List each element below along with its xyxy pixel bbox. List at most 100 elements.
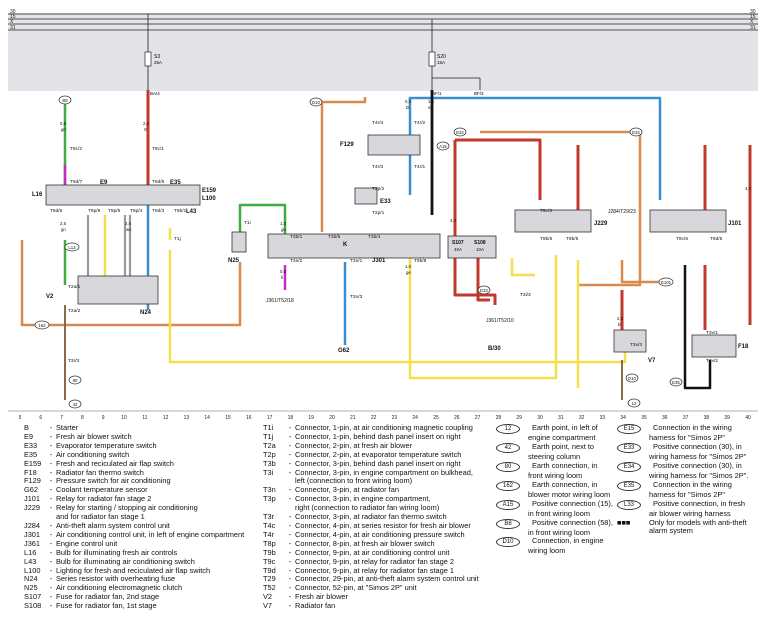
legend-code: E159 [24,458,42,468]
grid-number: 32 [579,415,585,421]
legend-code: E35 [24,449,38,459]
legend-row: harness for "Simos 2P" [617,433,767,443]
conn-t9c3: T9c/3 [540,208,552,214]
e9-label: E9 [100,180,108,186]
n25-label: N25 [228,258,240,264]
legend-code: B [24,423,29,432]
f18-label: F18 [738,344,749,350]
legend-code: J301 [24,529,41,539]
conn-t1j: T1j [174,236,181,242]
legend-code: 12 [496,424,520,434]
legend-row: T1j-Connector, 1-pin, behind dash panel … [263,431,503,442]
svg-text:15A: 15A [437,60,445,65]
grid-number: 31 [558,415,564,421]
grid-number: 6 [39,415,42,421]
grid-number: 9 [102,415,105,421]
grid-number: 37 [683,415,689,421]
grid-number: 39 [724,415,730,421]
conn-t9c2: T9c/2 [70,146,82,152]
grid-number: 7 [60,415,63,421]
legend-description: Connector, 4-pin, at air conditioning pr… [295,529,465,539]
l100-label: L100 [202,196,216,202]
legend-dash [639,519,649,528]
legend-row: ■■■Only for models with anti-theft [617,517,767,528]
legend-description: Connector, 9-pin, at relay for radiator … [295,556,454,566]
n25-clutch-box [231,231,247,253]
legend-row: G62-Coolant temperature sensor [24,485,262,495]
grid-number: 22 [371,415,377,421]
legend-code: T9b [263,547,276,557]
legend-dash: - [49,503,53,513]
legend-dash: - [288,467,292,477]
v2-label: V2 [46,294,54,300]
e33-label: E33 [380,199,391,205]
bf3-label: BF/3 [474,91,484,96]
legend-dash: - [49,601,53,611]
grid-number: 16 [246,415,252,421]
legend-description: Connector, 3-pin, behind dash panel inse… [295,458,461,468]
legend-dash: - [49,547,53,557]
legend-row: air blower wiring harness [617,509,767,519]
marker-e35: E35 [672,380,680,385]
legend-code: J361 [24,538,41,548]
legend-row: harness for "Simos 2P" [617,490,767,500]
b30-label: B/30 [488,346,501,352]
legend-dash: - [288,592,292,602]
legend-description: left (connection to front wiring loom) [295,476,413,486]
l16-label: L16 [32,192,43,198]
legend-description: Connection in the wiring [653,479,732,489]
legend-description: Series resistor with overheating fuse [56,574,176,584]
legend-code: T9d [263,565,276,575]
legend-description: Engine control unit [56,538,118,548]
legend-row: E159-Fresh and reciculated air flap swit… [24,458,262,469]
legend-code: 80 [496,461,520,472]
legend-code: E35 [617,480,641,491]
v7-fan-box [613,329,647,353]
legend-code: T52 [263,583,276,593]
legend-description: Earth point, next to [532,441,595,451]
legend-code: V7 [263,601,273,611]
wire-green-n25 [238,203,287,235]
e33-switch-box [354,187,378,205]
legend-row: T2a-Connector, 2-pin, at fresh air blowe… [263,441,503,451]
marker-d10: D10 [312,100,320,105]
legend-code [617,527,639,536]
conn-t9d6: T9d/6 [50,208,63,214]
legend-row: T9d-Connector, 9-pin, at relay for radia… [263,565,503,576]
legend-code: T4r [263,529,275,539]
legend-code: T4c [263,520,276,530]
legend-dash: - [288,547,292,557]
legend-code: ■■■ [617,517,631,527]
j361-t52-10-label: J361/T52/10 [486,318,514,324]
legend-row: T9b-Connector, 9-pin, at air conditionin… [263,547,503,558]
grid-number: 19 [308,415,314,421]
bf1-label: BF/1 [432,91,442,96]
grid-number: 15 [225,415,231,421]
legend-dash: - [288,431,292,441]
grid-number: 25 [433,415,439,421]
n24-label: N24 [140,310,152,316]
legend-description: Fresh and reciculated air flap switch [56,458,174,468]
e159-label: E159 [202,188,217,194]
grid-number: 10 [121,415,127,421]
conn-t4r4: T4r/4 [372,120,384,126]
legend-description: Connection, in engine [532,536,604,546]
grid-number: 21 [350,415,356,421]
conn-t3v3: T3v/3 [630,342,642,348]
legend-code: T1j [263,431,274,441]
f129-pressure-switch-box [367,134,421,156]
grid-number: 12 [163,415,169,421]
conn-t9b6: T9b/6 [540,236,553,242]
f129-label: F129 [340,142,354,148]
legend-code: L100 [24,565,41,575]
legend-code: J229 [24,503,41,513]
wire-color-b8: gn [61,127,66,132]
conn-t4r2: T4r/2 [414,120,426,126]
legend-description: Fuse for radiator fan, 2nd stage [56,592,160,602]
rail-x-label: X [10,19,14,25]
legend-dash: - [288,538,292,548]
